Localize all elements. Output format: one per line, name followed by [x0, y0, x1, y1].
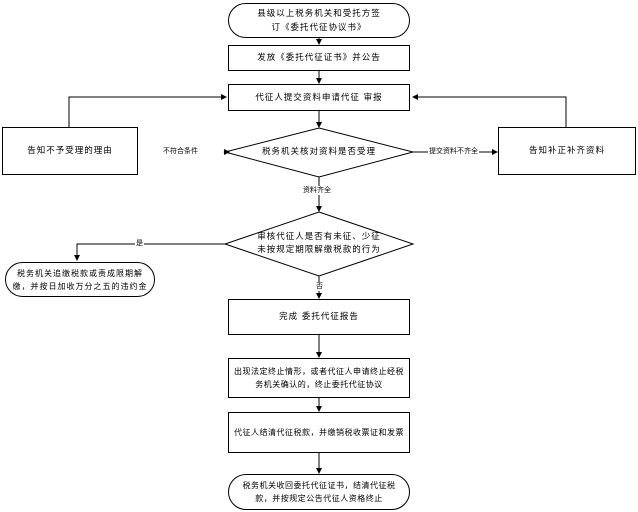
terminate-agreement-text: 出现法定终止情形，或者代征人申请终止经税务机关确认的，终止委托代征协议: [234, 367, 404, 389]
notify-supplement-box: 告知补正补齐资料: [498, 127, 636, 175]
settle-taxes-box: 代征人结清代征税款，并缴销税收票证和发票: [228, 412, 410, 453]
edge-supplement-back: [412, 94, 567, 127]
penalty-terminal: 税务机关追缴税款或责成限期解缴，并按日加收万分之五的违约金: [5, 262, 155, 297]
start-terminal: 县级以上税务机关和受托方签订《委托代征协议书》: [228, 3, 410, 38]
penalty-text: 税务机关追缴税款或责成限期解缴，并按日加收万分之五的违约金: [12, 268, 148, 291]
complete-report-box: 完成 委托代征报告: [228, 299, 410, 335]
review-decision-text: 税务机关核对资料是否受理: [250, 140, 388, 164]
edge-check-yes: [74, 243, 225, 261]
complete-report-text: 完成 委托代征报告: [279, 312, 359, 322]
settle-taxes-text: 代征人结清代征税款，并缴销税收票证和发票: [234, 428, 404, 437]
edge-label-no: 否: [315, 282, 324, 291]
submit-materials-text: 代征人提交资料申请代征 审报: [255, 92, 383, 103]
end-text: 税务机关收回委托代征证书，结清代征税款，并按规定公告代征人资格终止: [242, 481, 396, 503]
end-terminal: 税务机关收回委托代征证书，结清代征税款，并按规定公告代征人资格终止: [228, 474, 410, 510]
start-text: 县级以上税务机关和受托方签订《委托代征协议书》: [257, 8, 381, 33]
edge-label-complete: 资料齐全: [302, 186, 332, 195]
edge-reject-back: [68, 94, 227, 127]
check-violation-label: 审核代征人是否有未征、少征未按规定期限解缴税款的行为: [257, 232, 381, 255]
edge-label-not-qualified: 不符合条件: [162, 147, 199, 156]
check-violation-text: 审核代征人是否有未征、少征未按规定期限解缴税款的行为: [255, 228, 383, 260]
edge-label-incomplete: 提交资料不齐全: [428, 147, 479, 156]
issue-certificate-box: 发放《委托代征证书》并公告: [228, 45, 410, 71]
notify-rejection-box: 告知不予受理的理由: [2, 127, 138, 175]
terminate-agreement-box: 出现法定终止情形，或者代征人申请终止经税务机关确认的，终止委托代征协议: [228, 358, 410, 398]
issue-certificate-text: 发放《委托代征证书》并公告: [257, 53, 381, 63]
submit-materials-box: 代征人提交资料申请代征 审报: [228, 84, 410, 111]
edge-label-yes: 是: [135, 239, 144, 248]
review-decision-label: 税务机关核对资料是否受理: [261, 146, 376, 157]
notify-rejection-text: 告知不予受理的理由: [27, 146, 113, 156]
notify-supplement-text: 告知补正补齐资料: [528, 146, 605, 156]
